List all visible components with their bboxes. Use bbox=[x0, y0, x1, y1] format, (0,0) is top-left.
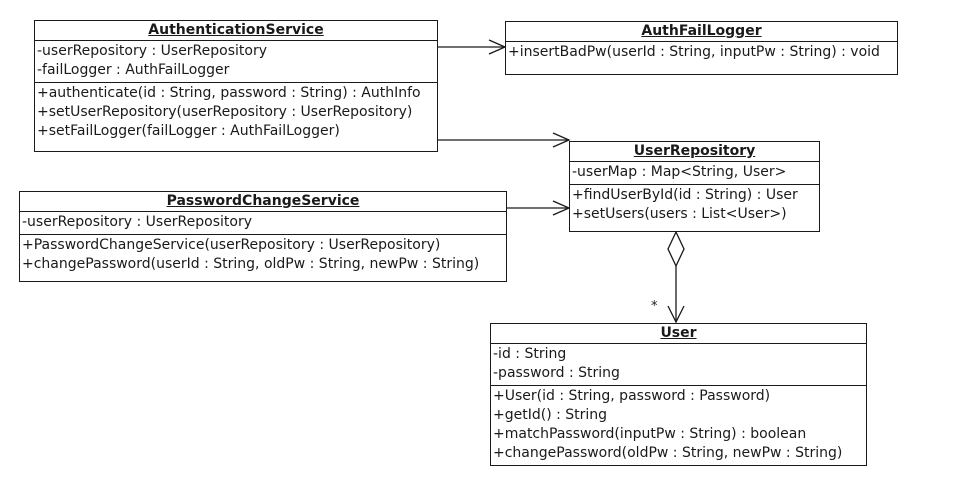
operation: +authenticate(id : String, password : St… bbox=[37, 85, 421, 101]
operations-section: +PasswordChangeService(userRepository : … bbox=[20, 235, 506, 276]
operation: +matchPassword(inputPw : String) : boole… bbox=[493, 426, 807, 442]
attribute: -failLogger : AuthFailLogger bbox=[37, 62, 230, 78]
class-authentication-service: AuthenticationService -userRepository : … bbox=[34, 20, 438, 152]
class-auth-fail-logger: AuthFailLogger +insertBadPw(userId : Str… bbox=[505, 21, 898, 75]
attribute: -userRepository : UserRepository bbox=[37, 43, 268, 59]
operations-section: +findUserById(id : String) : User +setUs… bbox=[570, 185, 819, 226]
attributes-section: -userRepository : UserRepository -failLo… bbox=[35, 41, 437, 83]
class-user: User -id : String -password : String +Us… bbox=[490, 323, 867, 466]
operation: +changePassword(userId : String, oldPw :… bbox=[22, 256, 480, 272]
operation: +setUserRepository(userRepository : User… bbox=[37, 104, 413, 120]
operation: +setFailLogger(failLogger : AuthFailLogg… bbox=[37, 123, 340, 139]
attribute: -id : String bbox=[493, 346, 567, 362]
attributes-section: -userRepository : UserRepository bbox=[20, 212, 506, 235]
operation: +getId() : String bbox=[493, 407, 608, 423]
attributes-section: -id : String -password : String bbox=[491, 344, 866, 386]
operation: +findUserById(id : String) : User bbox=[572, 187, 798, 203]
arrowhead-auth-to-repo bbox=[552, 132, 571, 148]
class-name: PasswordChangeService bbox=[20, 192, 506, 212]
attributes-section: -userMap : Map<String, User> bbox=[570, 162, 819, 185]
operations-section: +insertBadPw(userId : String, inputPw : … bbox=[506, 42, 897, 64]
class-name: User bbox=[491, 324, 866, 344]
operations-section: +User(id : String, password : Password) … bbox=[491, 386, 866, 465]
operation: +setUsers(users : List<User>) bbox=[572, 206, 787, 222]
class-name: AuthenticationService bbox=[35, 21, 437, 41]
attribute: -userMap : Map<String, User> bbox=[572, 164, 787, 180]
operations-section: +authenticate(id : String, password : St… bbox=[35, 83, 437, 143]
attribute: -password : String bbox=[493, 365, 620, 381]
arrowhead-repo-to-user bbox=[667, 305, 685, 324]
class-name: UserRepository bbox=[570, 142, 819, 162]
operation: +PasswordChangeService(userRepository : … bbox=[22, 237, 441, 253]
attribute: -userRepository : UserRepository bbox=[22, 214, 253, 230]
class-name: AuthFailLogger bbox=[506, 22, 897, 42]
class-password-change-service: PasswordChangeService -userRepository : … bbox=[19, 191, 507, 282]
operation: +User(id : String, password : Password) bbox=[493, 388, 771, 404]
aggregation-multiplicity: * bbox=[651, 299, 658, 314]
operation: +insertBadPw(userId : String, inputPw : … bbox=[508, 44, 880, 60]
class-user-repository: UserRepository -userMap : Map<String, Us… bbox=[569, 141, 820, 232]
aggregation-diamond bbox=[667, 230, 685, 268]
operation: +changePassword(oldPw : String, newPw : … bbox=[493, 445, 843, 461]
